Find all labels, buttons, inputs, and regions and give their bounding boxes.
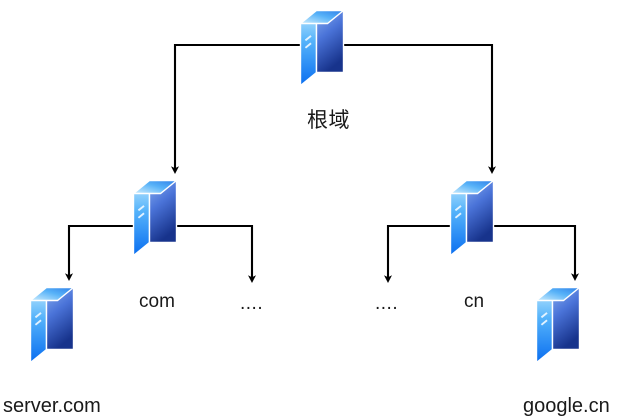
server-icon-cn[interactable]: [449, 179, 495, 257]
edge-cn-to-other: [384, 224, 472, 284]
node-label-root: 根域: [307, 109, 350, 132]
edge-root-to-cn: [322, 43, 497, 175]
node-label-cn: cn: [464, 291, 485, 312]
node-label-com-other: ....: [240, 293, 264, 314]
server-icon-google-cn[interactable]: [535, 286, 581, 364]
server-icon-root[interactable]: [299, 9, 345, 87]
edge-com-to-other: [155, 224, 257, 284]
node-label-cn-other: ....: [375, 293, 399, 314]
edge-com-to-server-com: [65, 224, 155, 282]
node-label-com: com: [139, 291, 175, 312]
server-icon-com[interactable]: [132, 179, 178, 257]
edge-cn-to-google-cn: [472, 224, 580, 282]
node-label-google-cn: google.cn: [523, 395, 610, 417]
node-label-server-com: server.com: [3, 395, 101, 417]
edge-root-to-com: [171, 43, 322, 175]
server-icon-server-com[interactable]: [29, 286, 75, 364]
